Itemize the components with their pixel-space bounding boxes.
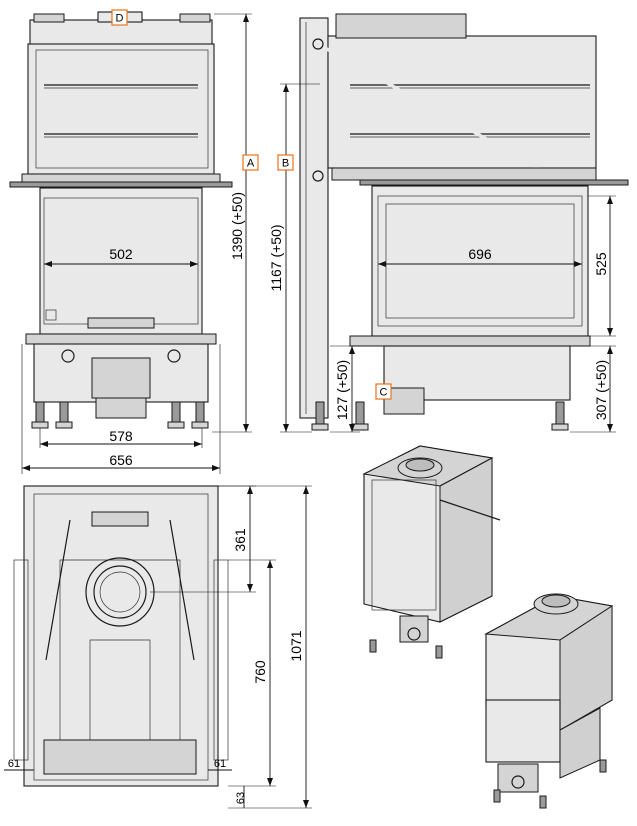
dim-656: 656 <box>109 452 133 468</box>
dim-1390: 1390 (+50) <box>229 192 245 260</box>
dim-696: 696 <box>468 246 492 262</box>
tag-b: B <box>282 158 289 170</box>
front-hood-body <box>27 43 215 175</box>
dim-61-left: 61 <box>8 758 20 770</box>
top-outline <box>23 485 219 787</box>
side-firebox <box>371 185 589 337</box>
front-view: 502 578 656 1390 (+50) A D <box>9 9 259 474</box>
dim-1071: 1071 <box>288 630 304 661</box>
side-column <box>299 17 329 419</box>
dim-760: 760 <box>252 660 268 684</box>
front-firebox <box>39 187 203 335</box>
dim-307: 307 (+50) <box>593 360 609 420</box>
dim-578: 578 <box>109 428 133 444</box>
side-hood <box>327 35 597 169</box>
dim-361: 361 <box>232 528 248 552</box>
front-flange <box>9 181 233 188</box>
tag-a: A <box>247 158 255 170</box>
dim-61-right: 61 <box>214 758 226 770</box>
dim-502: 502 <box>109 246 133 262</box>
dim-525: 525 <box>593 252 609 276</box>
dim-63: 63 <box>235 792 247 804</box>
dim-1167: 1167 (+50) <box>268 224 284 291</box>
tag-b-box <box>277 154 294 171</box>
iso-view-1 <box>362 445 501 659</box>
tag-a-box <box>242 154 259 171</box>
iso-view-2 <box>484 593 614 809</box>
top-view: 361 760 1071 63 61 61 <box>4 485 312 809</box>
side-view: 696 525 307 (+50) 127 (+50) 1167 (+50) B <box>268 13 629 433</box>
tag-c: C <box>380 387 388 399</box>
tag-c-box <box>375 383 392 400</box>
tag-d-box <box>111 9 128 26</box>
tag-d: D <box>116 13 124 25</box>
dim-127: 127 (+50) <box>334 360 350 420</box>
